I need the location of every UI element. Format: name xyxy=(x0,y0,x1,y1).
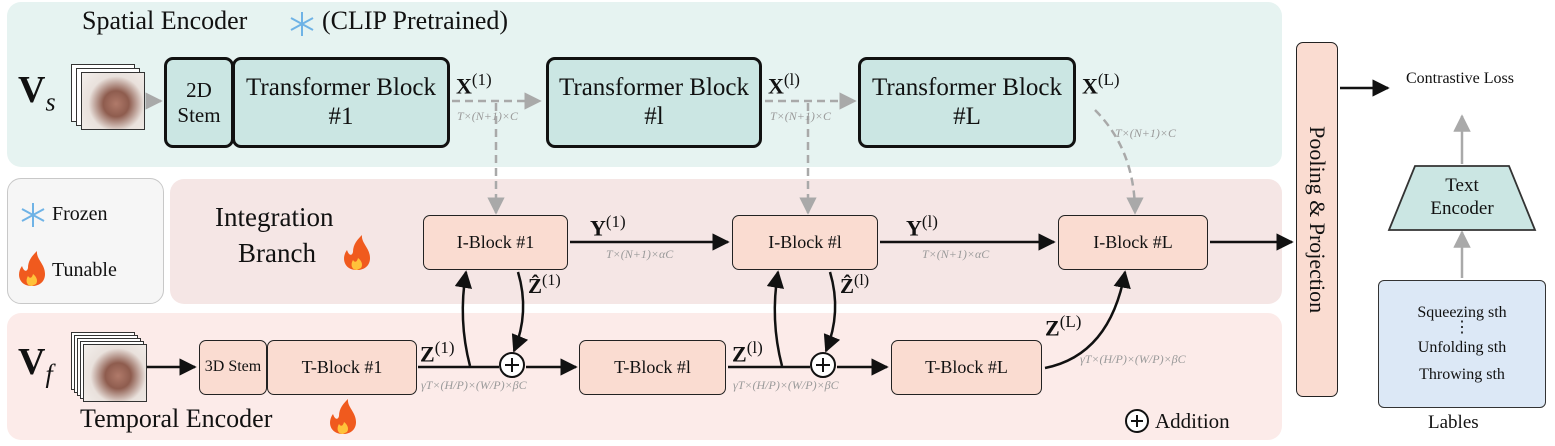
snowflake-icon xyxy=(290,12,314,36)
z-label-l: Z(l) xyxy=(732,338,763,367)
z-dim-L: γT×(H/P)×(W/P)×βC xyxy=(1080,352,1186,366)
fire-icon xyxy=(330,399,356,434)
labels-caption: Lables xyxy=(1428,412,1479,433)
x-label-L: X(L) xyxy=(1082,70,1120,99)
addition-icon xyxy=(499,352,525,378)
zhat-label-l: Ẑ(l) xyxy=(840,272,870,298)
addition-icon xyxy=(1125,409,1149,433)
text-encoder-shape xyxy=(1387,165,1537,231)
y-dim-1: T×(N+1)×αC xyxy=(606,247,674,261)
text-encoder-label: Text Encoder xyxy=(1430,175,1494,219)
legend-addition: Addition xyxy=(1155,409,1230,433)
fire-icon xyxy=(344,235,370,270)
legend-tunable: Tunable xyxy=(52,259,117,281)
3d-stem-block: 3D Stem xyxy=(199,340,267,395)
transformer-block-L: Transformer Block #L xyxy=(858,57,1076,148)
transformer-block-1: Transformer Block #1 xyxy=(232,57,450,148)
2d-stem-block: 2D Stem xyxy=(164,57,234,148)
transformer-block-l: Transformer Block #l xyxy=(546,57,762,148)
labels-box: Squeezing sth ⋮ Unfolding sth Throwing s… xyxy=(1378,280,1546,408)
x-dim-L: T×(N+1)×C xyxy=(1115,126,1176,140)
contrastive-loss-label: Contrastive Loss xyxy=(1406,70,1514,87)
integration-branch-title-2: Branch xyxy=(238,238,316,268)
legend-frozen: Frozen xyxy=(52,203,108,225)
y-label-l: Y(l) xyxy=(906,212,938,241)
integration-branch-title-1: Integration xyxy=(215,202,334,232)
addition-icon xyxy=(810,352,836,378)
spatial-input-label: Vs xyxy=(18,69,56,117)
t-block-1: T-Block #1 xyxy=(267,340,417,395)
t-block-l: T-Block #l xyxy=(579,340,726,395)
x-label-l: X(l) xyxy=(768,70,800,99)
temporal-input-label: Vf xyxy=(18,341,53,389)
y-dim-l: T×(N+1)×αC xyxy=(922,247,990,261)
label-item: Squeezing sth xyxy=(1417,304,1507,322)
x-label-1: X(1) xyxy=(456,70,492,99)
i-block-1: I-Block #1 xyxy=(423,215,568,270)
x-dim-1: T×(N+1)×C xyxy=(457,109,518,123)
spatial-encoder-title: Spatial Encoder xyxy=(82,6,248,35)
temporal-encoder-title: Temporal Encoder xyxy=(80,404,273,433)
i-block-l: I-Block #l xyxy=(732,215,878,270)
z-dim-l: γT×(H/P)×(W/P)×βC xyxy=(733,378,839,392)
label-item: Unfolding sth xyxy=(1417,339,1507,357)
snowflake-icon xyxy=(21,203,45,227)
t-block-L: T-Block #L xyxy=(891,340,1042,395)
i-block-L: I-Block #L xyxy=(1058,215,1208,270)
pooling-projection-block: Pooling & Projection xyxy=(1296,42,1338,397)
zhat-label-1: Ẑ(1) xyxy=(528,272,561,298)
fire-icon xyxy=(19,251,45,286)
z-label-1: Z(1) xyxy=(420,338,455,367)
label-item: Throwing sth xyxy=(1419,365,1505,383)
label-ellipsis: ⋮ xyxy=(1454,319,1470,337)
y-label-1: Y(1) xyxy=(590,212,626,241)
spatial-encoder-subtitle: (CLIP Pretrained) xyxy=(322,6,509,35)
pooling-projection-label: Pooling & Projection xyxy=(1304,125,1330,313)
z-dim-1: γT×(H/P)×(W/P)×βC xyxy=(421,378,527,392)
z-label-L: Z(L) xyxy=(1045,312,1082,341)
x-dim-l: T×(N+1)×C xyxy=(770,109,831,123)
